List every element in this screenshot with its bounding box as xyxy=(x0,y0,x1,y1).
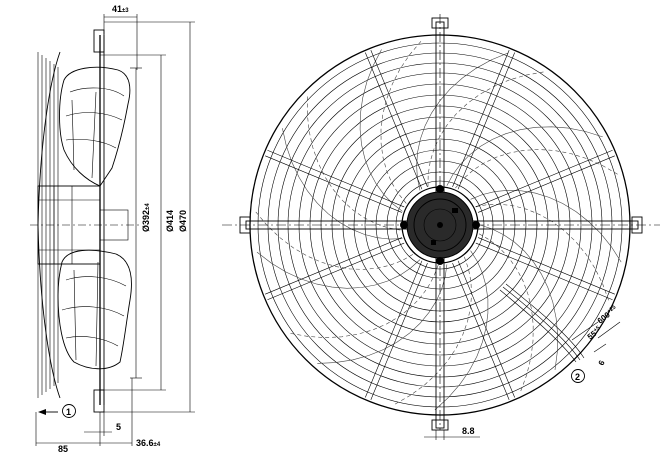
hub-inner xyxy=(423,208,457,242)
blade-edge-hidden xyxy=(380,40,422,204)
guard-spoke xyxy=(267,150,405,208)
top-mount-bracket xyxy=(93,29,105,53)
cable-line-1 xyxy=(499,289,577,363)
guard-spoke xyxy=(477,155,615,213)
blade-edge-hidden xyxy=(455,149,619,189)
cable-end-label: 6 xyxy=(597,359,607,367)
blade-edge xyxy=(317,264,448,364)
side-view xyxy=(30,14,195,446)
cable-length-label: 600+25 xyxy=(596,305,619,326)
guard-spoke xyxy=(452,50,510,188)
hub-bolt-right xyxy=(472,221,480,229)
hub-bolt-bottom xyxy=(436,257,444,265)
blade-edge-hidden xyxy=(289,264,439,338)
blade-edge xyxy=(282,128,403,240)
guard-ring xyxy=(320,105,560,345)
guard-spokes xyxy=(265,50,615,400)
blade-edge-hidden xyxy=(307,96,401,231)
dim-41-label: 41±3 xyxy=(112,4,129,14)
blade-edge xyxy=(416,52,509,191)
guard-ring xyxy=(364,149,516,301)
guard-spoke xyxy=(365,260,423,398)
blade-edge xyxy=(434,250,489,411)
guard-spoke xyxy=(477,237,615,295)
guard-ring xyxy=(386,171,494,279)
cable-line-3 xyxy=(505,283,585,359)
dim-85-label: 85 xyxy=(58,444,68,454)
lower-blade-detail xyxy=(61,261,127,367)
lower-blade-outline xyxy=(57,249,132,370)
right-bar-tab xyxy=(631,216,643,234)
hub-label-mark-2 xyxy=(431,240,436,245)
guard-ring xyxy=(375,160,505,290)
bottom-bar-tab xyxy=(431,419,449,431)
blade-edge xyxy=(470,189,622,263)
blade-edge xyxy=(256,251,421,289)
bottom-mount-bracket xyxy=(93,389,105,413)
guard-spoke xyxy=(452,262,510,400)
left-bar-tab xyxy=(239,216,251,234)
cable-line-2 xyxy=(502,286,581,361)
guard-ring xyxy=(331,116,549,334)
fan-blades xyxy=(255,40,622,411)
guard-spoke xyxy=(265,155,403,213)
guard-ring xyxy=(395,180,485,270)
top-bar-tab xyxy=(431,17,449,29)
guard-spoke xyxy=(370,262,428,400)
cable-callout-number: 2 xyxy=(575,372,580,382)
guard-ring xyxy=(257,42,623,408)
guard-ring xyxy=(342,127,538,323)
guard-ring xyxy=(298,83,582,367)
guard-ring xyxy=(309,94,571,356)
hub-label-mark xyxy=(452,208,458,213)
guard-spoke xyxy=(265,237,403,295)
airflow-callout-number: 1 xyxy=(66,407,71,417)
hub-bolt-top xyxy=(436,185,444,193)
guard-spoke xyxy=(475,242,613,300)
blade-edge-hidden xyxy=(427,71,544,187)
hub-face xyxy=(413,198,467,252)
cable-callout xyxy=(571,369,585,383)
dim-414-label: Ø414 xyxy=(165,210,175,232)
blade-edge-hidden xyxy=(475,203,610,301)
upper-blade-outline xyxy=(59,66,131,187)
hub-center xyxy=(437,222,443,228)
guard-spoke xyxy=(365,52,423,190)
upper-blade-detail xyxy=(65,87,125,179)
guard-spoke xyxy=(267,242,405,300)
blade-edge xyxy=(359,49,403,212)
blade-edge-hidden xyxy=(394,256,472,405)
blade-edge-hidden xyxy=(255,211,414,270)
guard-ring xyxy=(277,62,603,388)
dim-36-label: 36.6±4 xyxy=(136,438,161,448)
guard-ring xyxy=(353,138,527,312)
airflow-callout xyxy=(62,404,76,418)
guard-spoke xyxy=(457,260,515,398)
dim-470-label: Ø470 xyxy=(178,210,188,232)
blade-edge-hidden xyxy=(478,233,534,392)
blade-edge xyxy=(446,126,603,186)
guard-spoke xyxy=(457,52,515,190)
dim-8-8-label: 8.8 xyxy=(462,426,475,436)
dim-392-label: Ø392±4 xyxy=(141,203,151,232)
guard-spoke xyxy=(475,150,613,208)
dim-5-label: 5 xyxy=(116,422,121,432)
guard-ring xyxy=(267,52,613,398)
hub-bolt-left xyxy=(400,221,408,229)
front-view xyxy=(222,14,660,440)
guard-spoke xyxy=(370,50,428,188)
